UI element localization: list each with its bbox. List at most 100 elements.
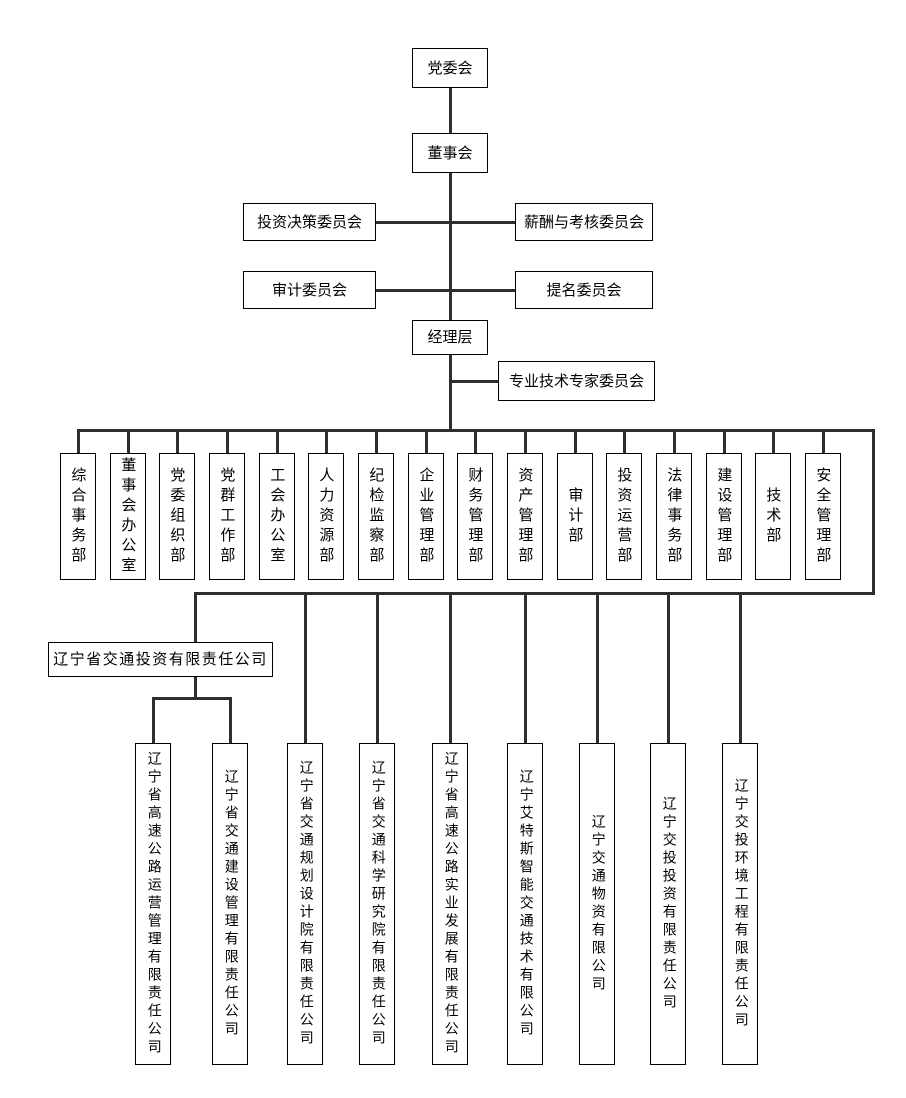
connector-line [871,429,875,595]
connector-line [666,592,670,743]
node-department-13: 法律事务部 [656,453,692,580]
node-label: 审计部 [566,486,585,547]
node-label: 辽宁艾特斯智能交通技术有限公司 [517,769,534,1039]
node-label: 企业管理部 [417,466,436,567]
node-label: 辽宁省交通投资有限责任公司 [53,650,268,669]
node-investment-company: 辽宁省交通投资有限责任公司 [48,642,273,677]
node-label: 辽宁省交通建设管理有限责任公司 [222,769,239,1039]
node-label: 辽宁省高速公路实业发展有限责任公司 [442,751,459,1057]
node-department-5: 工会办公室 [259,453,295,580]
node-department-12: 投资运营部 [606,453,642,580]
connector-line [771,429,775,453]
connector-line [275,429,279,453]
node-department-8: 企业管理部 [408,453,444,580]
node-department-9: 财务管理部 [457,453,493,580]
node-department-2: 董事会办公室 [110,453,146,580]
connector-line [738,592,742,743]
node-subsidiary-6: 辽宁艾特斯智能交通技术有限公司 [507,743,543,1065]
node-department-10: 资产管理部 [507,453,543,580]
node-label: 辽宁交通物资有限公司 [589,814,606,994]
node-department-7: 纪检监察部 [358,453,394,580]
node-subsidiary-2: 辽宁省交通建设管理有限责任公司 [212,743,248,1065]
connector-line [523,429,527,453]
connector-line [722,429,726,453]
node-label: 财务管理部 [466,466,485,567]
connector-line [448,592,452,743]
connector-line [376,220,515,224]
connector-line [622,429,626,453]
node-label: 辽宁省高速公路运营管理有限责任公司 [145,751,162,1057]
node-subsidiary-5: 辽宁省高速公路实业发展有限责任公司 [432,743,468,1065]
node-label: 审计委员会 [271,280,347,299]
node-management-level: 经理层 [412,320,488,355]
node-board-of-directors: 董事会 [412,133,488,173]
connector-line [374,429,378,453]
connector-line [303,592,307,743]
connector-line [324,429,328,453]
connector-line [76,429,80,453]
node-department-4: 党群工作部 [209,453,245,580]
node-compensation-assessment-committee: 薪酬与考核委员会 [515,203,653,241]
connector-line [473,429,477,453]
connector-line [573,429,577,453]
connector-line [126,429,130,453]
node-subsidiary-7: 辽宁交通物资有限公司 [579,743,615,1065]
node-label: 资产管理部 [516,466,535,567]
connector-line [376,288,515,292]
node-label: 党群工作部 [218,466,237,567]
connector-line [151,697,155,743]
node-department-15: 技术部 [755,453,791,580]
node-subsidiary-1: 辽宁省高速公路运营管理有限责任公司 [135,743,171,1065]
node-label: 辽宁省交通规划设计院有限责任公司 [297,760,314,1048]
node-label: 人力资源部 [317,466,336,567]
node-department-16: 安全管理部 [805,453,841,580]
node-audit-committee: 审计委员会 [243,271,376,309]
node-label: 董事会 [427,143,473,162]
node-subsidiary-3: 辽宁省交通规划设计院有限责任公司 [287,743,323,1065]
node-label: 纪检监察部 [367,466,386,567]
node-label: 投资决策委员会 [256,212,362,231]
node-label: 经理层 [427,328,473,347]
node-label: 薪酬与考核委员会 [523,212,644,231]
connector-line [375,592,379,743]
node-department-14: 建设管理部 [706,453,742,580]
node-label: 建设管理部 [715,466,734,567]
node-label: 工会办公室 [268,466,287,567]
node-label: 技术部 [764,486,783,547]
node-subsidiary-9: 辽宁交投环境工程有限责任公司 [722,743,758,1065]
node-investment-decision-committee: 投资决策委员会 [243,203,376,241]
connector-line [448,88,452,133]
node-department-6: 人力资源部 [308,453,344,580]
node-label: 安全管理部 [814,466,833,567]
connector-line [228,697,232,743]
connector-line [448,355,452,432]
node-department-1: 综合事务部 [60,453,96,580]
connector-line [175,429,179,453]
connector-line [450,379,498,383]
connector-line [523,592,527,743]
node-department-11: 审计部 [557,453,593,580]
connector-line [448,173,452,320]
node-label: 投资运营部 [615,466,634,567]
node-label: 专业技术专家委员会 [508,371,644,390]
connector-line [193,592,197,642]
connector-line [151,697,232,700]
node-label: 法律事务部 [665,466,684,567]
node-label: 董事会办公室 [119,456,138,577]
connector-line [424,429,428,453]
node-subsidiary-8: 辽宁交投投资有限责任公司 [650,743,686,1065]
node-label: 辽宁省交通科学研究院有限责任公司 [369,760,386,1048]
node-label: 综合事务部 [69,466,88,567]
node-nomination-committee: 提名委员会 [515,271,653,309]
node-label: 提名委员会 [546,280,622,299]
node-label: 辽宁交投环境工程有限责任公司 [732,778,749,1030]
node-label: 党委组织部 [168,466,187,567]
connector-line [672,429,676,453]
node-label: 党委会 [427,58,473,77]
node-department-3: 党委组织部 [159,453,195,580]
connector-line [595,592,599,743]
node-label: 辽宁交投投资有限责任公司 [660,796,677,1012]
node-party-committee: 党委会 [412,48,488,88]
connector-line [225,429,229,453]
